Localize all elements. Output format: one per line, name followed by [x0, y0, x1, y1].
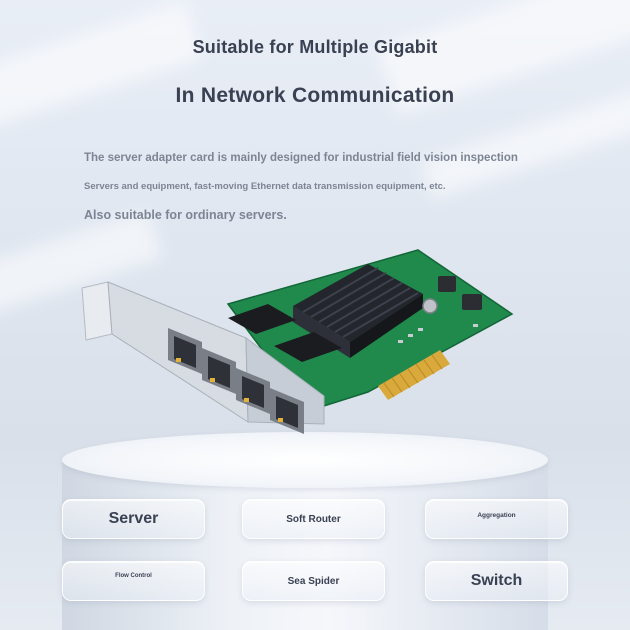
application-switch-button[interactable]: Switch — [425, 561, 568, 601]
bracket-tab — [81, 281, 113, 341]
light-streak — [0, 1, 203, 139]
application-sea-spider-button[interactable]: Sea Spider — [242, 561, 385, 601]
description-line-3: Also suitable for ordinary servers. — [84, 208, 287, 222]
application-label: Sea Spider — [287, 575, 340, 587]
application-soft-router-button[interactable]: Soft Router — [242, 499, 385, 539]
gold-fingers — [378, 350, 450, 400]
description-line-2: Servers and equipment, fast-moving Ether… — [84, 181, 446, 192]
network-card-illustration-icon — [81, 249, 514, 434]
application-label: Flow Control — [115, 573, 152, 579]
pedestal-body — [62, 460, 548, 630]
magnetics-chip — [228, 304, 296, 334]
application-label: Aggregation — [477, 512, 516, 519]
heatsink — [293, 264, 423, 342]
application-server-button[interactable]: Server — [62, 499, 205, 539]
rj45-ports — [168, 328, 304, 434]
application-label: Server — [108, 510, 159, 527]
application-label: Soft Router — [286, 513, 341, 525]
pedestal-top — [62, 432, 548, 488]
magnetics-chip — [274, 332, 342, 362]
description-line-1: The server adapter card is mainly design… — [84, 152, 518, 164]
application-label: Switch — [470, 572, 523, 589]
headline-line-2: In Network Communication — [175, 84, 455, 107]
headline-line-1: Suitable for Multiple Gigabit — [192, 37, 438, 57]
application-aggregation-button[interactable]: Aggregation — [425, 499, 568, 539]
application-flow-control-button[interactable]: Flow Control — [62, 561, 205, 601]
